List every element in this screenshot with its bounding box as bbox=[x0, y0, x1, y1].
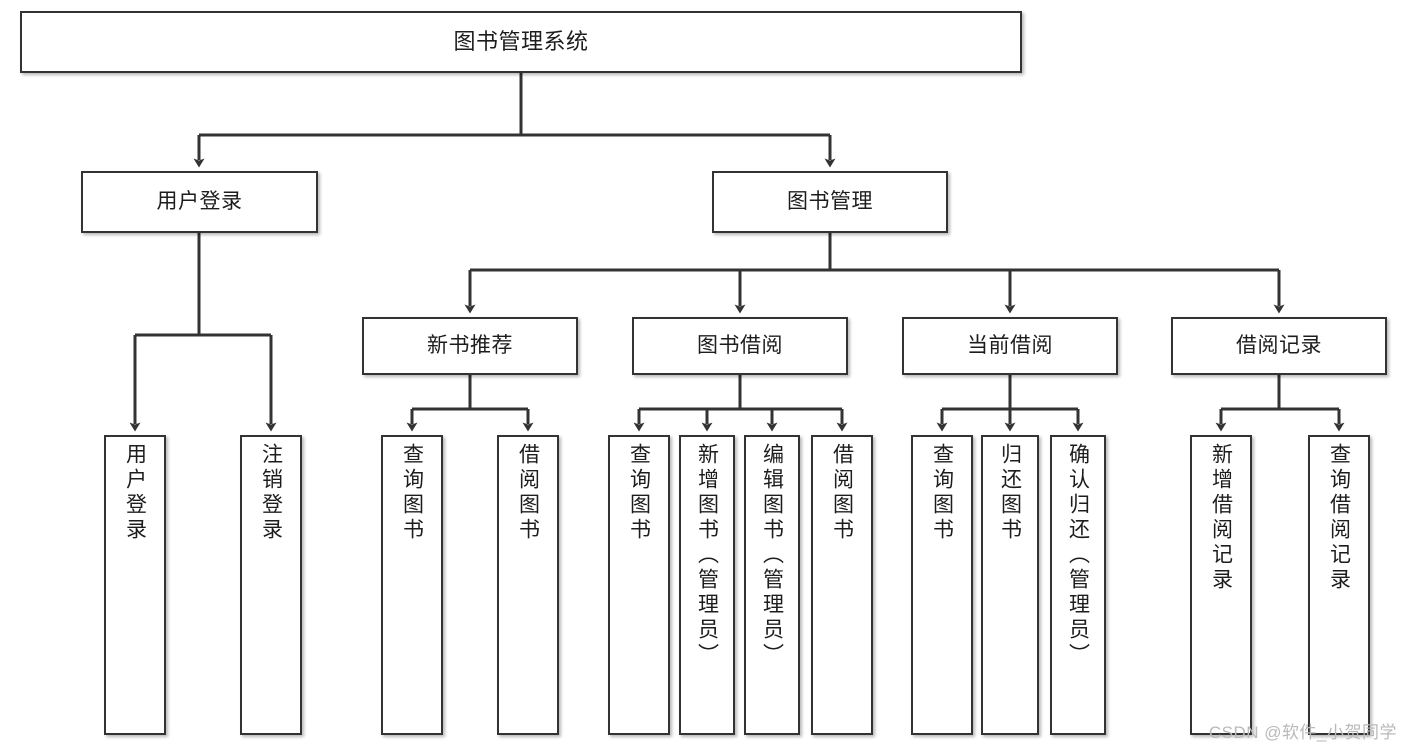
node-current-borrow-label: 当前借阅 bbox=[967, 333, 1053, 357]
node-leaf-user-login[interactable]: 用户登录 bbox=[104, 435, 166, 735]
node-leaf-logout-login[interactable]: 注销登录 bbox=[240, 435, 302, 735]
node-book-borrow[interactable]: 图书借阅 bbox=[632, 317, 848, 375]
node-leaf-edit-book[interactable]: 编辑图书（管理员） bbox=[744, 435, 800, 735]
node-leaf-query-book-b-label: 查询图书 bbox=[627, 443, 651, 543]
node-leaf-query-book-c[interactable]: 查询图书 bbox=[911, 435, 973, 735]
node-book-manage[interactable]: 图书管理 bbox=[712, 171, 948, 233]
node-leaf-user-login-label: 用户登录 bbox=[123, 443, 147, 543]
node-leaf-query-book-a[interactable]: 查询图书 bbox=[381, 435, 443, 735]
node-leaf-add-book-label: 新增图书（管理员） bbox=[695, 443, 719, 668]
node-leaf-borrow-book-b-label: 借阅图书 bbox=[830, 443, 854, 543]
node-new-book-rec[interactable]: 新书推荐 bbox=[362, 317, 578, 375]
node-leaf-query-book-a-label: 查询图书 bbox=[400, 443, 424, 543]
node-user-login[interactable]: 用户登录 bbox=[81, 171, 318, 233]
node-borrow-record[interactable]: 借阅记录 bbox=[1171, 317, 1387, 375]
node-leaf-return-book[interactable]: 归还图书 bbox=[981, 435, 1039, 735]
node-leaf-add-record[interactable]: 新增借阅记录 bbox=[1190, 435, 1252, 735]
node-leaf-query-book-b[interactable]: 查询图书 bbox=[608, 435, 670, 735]
node-leaf-confirm-return-label: 确认归还（管理员） bbox=[1066, 443, 1090, 668]
node-leaf-return-book-label: 归还图书 bbox=[998, 443, 1022, 543]
node-leaf-logout-login-label: 注销登录 bbox=[259, 443, 283, 543]
node-book-borrow-label: 图书借阅 bbox=[697, 333, 783, 357]
node-leaf-query-book-c-label: 查询图书 bbox=[930, 443, 954, 543]
csdn-watermark: CSDN @软件_小贺同学 bbox=[1208, 723, 1397, 742]
node-user-login-label: 用户登录 bbox=[156, 189, 243, 213]
node-current-borrow[interactable]: 当前借阅 bbox=[902, 317, 1118, 375]
node-leaf-query-record-label: 查询借阅记录 bbox=[1327, 443, 1351, 593]
node-leaf-borrow-book-a[interactable]: 借阅图书 bbox=[497, 435, 559, 735]
node-root-label: 图书管理系统 bbox=[453, 29, 589, 55]
node-leaf-confirm-return[interactable]: 确认归还（管理员） bbox=[1050, 435, 1106, 735]
node-leaf-borrow-book-b[interactable]: 借阅图书 bbox=[811, 435, 873, 735]
node-leaf-add-record-label: 新增借阅记录 bbox=[1209, 443, 1233, 593]
node-leaf-edit-book-label: 编辑图书（管理员） bbox=[760, 443, 784, 668]
node-leaf-borrow-book-a-label: 借阅图书 bbox=[516, 443, 540, 543]
node-new-book-rec-label: 新书推荐 bbox=[427, 333, 513, 357]
node-borrow-record-label: 借阅记录 bbox=[1236, 333, 1322, 357]
node-leaf-add-book[interactable]: 新增图书（管理员） bbox=[679, 435, 735, 735]
node-root[interactable]: 图书管理系统 bbox=[20, 11, 1022, 73]
node-leaf-query-record[interactable]: 查询借阅记录 bbox=[1308, 435, 1370, 735]
node-book-manage-label: 图书管理 bbox=[787, 189, 873, 213]
